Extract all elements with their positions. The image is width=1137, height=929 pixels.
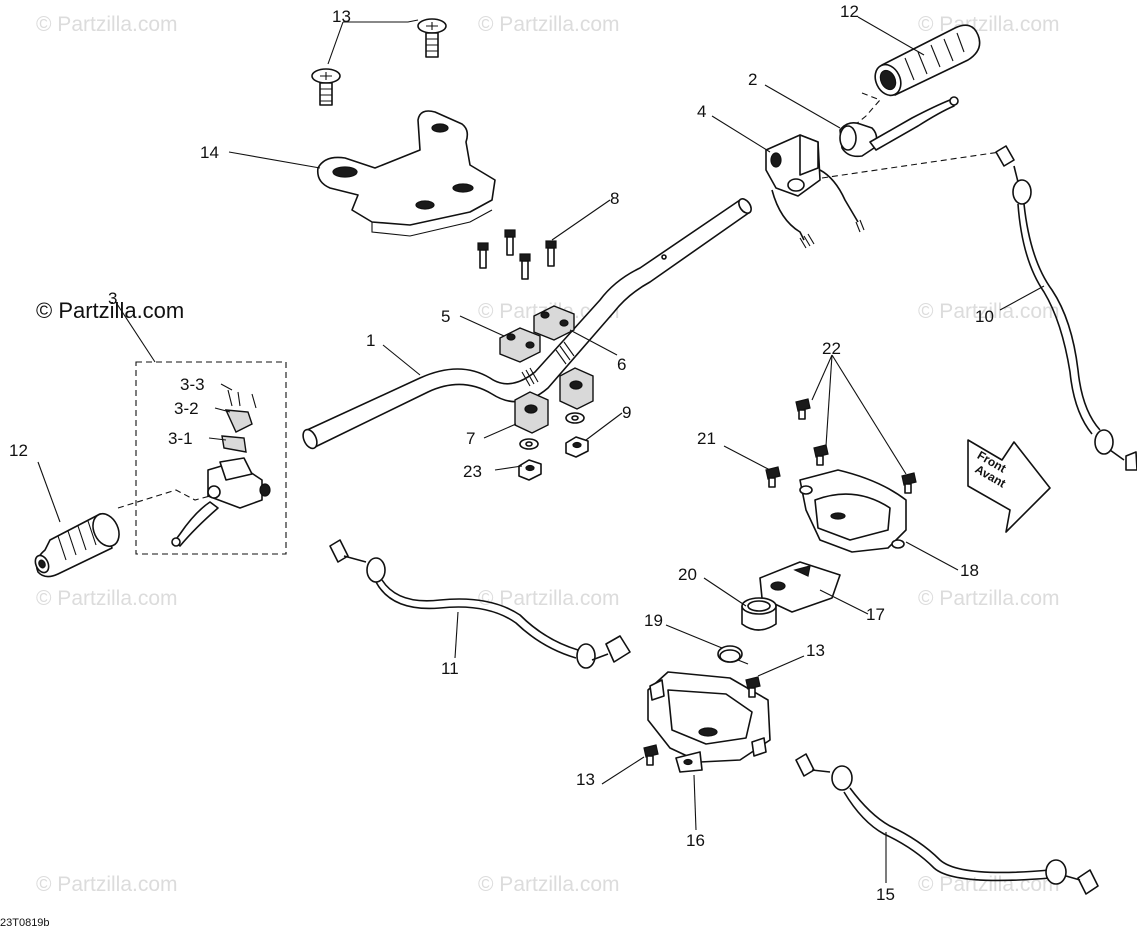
watermark: © Partzilla.com bbox=[918, 587, 1060, 610]
callout-9: 9 bbox=[622, 403, 631, 422]
watermark: © Partzilla.com bbox=[36, 13, 178, 36]
mounting-bracket bbox=[316, 110, 496, 237]
callout-13: 13 bbox=[806, 641, 825, 660]
callout-14: 14 bbox=[200, 143, 219, 162]
watermark: © Partzilla.com bbox=[918, 873, 1060, 896]
callout-17: 17 bbox=[866, 605, 885, 624]
watermark: © Partzilla.com bbox=[36, 873, 178, 896]
left-brake-cable bbox=[329, 539, 631, 669]
washers-and-nuts bbox=[518, 412, 589, 481]
callout-23: 23 bbox=[463, 462, 482, 481]
callout-16: 16 bbox=[686, 831, 705, 850]
callout-3-3: 3-3 bbox=[180, 375, 205, 394]
callout-11: 11 bbox=[441, 659, 459, 678]
callout-13: 13 bbox=[332, 7, 351, 26]
upper-cover bbox=[799, 469, 907, 553]
spring-clip bbox=[717, 645, 749, 665]
callout-3: 3 bbox=[108, 289, 117, 308]
callout-5: 5 bbox=[441, 307, 450, 326]
callout-3-1: 3-1 bbox=[168, 429, 193, 448]
callout-18: 18 bbox=[960, 561, 979, 580]
grip-right bbox=[874, 24, 981, 97]
front-direction-arrow: Front Avant bbox=[967, 439, 1051, 533]
brake-lever-assembly-box bbox=[135, 361, 287, 555]
watermark: © Partzilla.com bbox=[36, 587, 178, 610]
cover-screws bbox=[643, 398, 917, 766]
callout-22: 22 bbox=[822, 339, 841, 358]
callout-2: 2 bbox=[748, 70, 757, 89]
bushing bbox=[741, 597, 777, 631]
callout-19: 19 bbox=[644, 611, 663, 630]
callout-21: 21 bbox=[697, 429, 716, 448]
right-brake-cable bbox=[995, 145, 1137, 471]
callout-15: 15 bbox=[876, 885, 895, 904]
lower-housing bbox=[647, 671, 771, 773]
brake-lever-assembly bbox=[171, 389, 271, 547]
leader-lines bbox=[37, 16, 1045, 883]
callout-4: 4 bbox=[697, 102, 706, 121]
grip-left bbox=[34, 512, 120, 578]
callout-6: 6 bbox=[617, 355, 626, 374]
throttle-lever bbox=[839, 96, 959, 158]
lower-riser bbox=[514, 367, 594, 434]
callout-20: 20 bbox=[678, 565, 697, 584]
clamp-bolts bbox=[477, 229, 557, 280]
switch-housing bbox=[765, 134, 865, 249]
partzilla-logo: © Partzilla.com bbox=[36, 298, 185, 323]
watermark: © Partzilla.com bbox=[918, 300, 1060, 323]
lower-cable bbox=[795, 753, 1099, 895]
callout-3-2: 3-2 bbox=[174, 399, 199, 418]
callout-8: 8 bbox=[610, 189, 619, 208]
callout-13: 13 bbox=[576, 770, 595, 789]
screw-13-top bbox=[311, 18, 447, 106]
callout-labels: 13 12 2 4 14 8 3 5 1 6 10 22 3-3 3-2 9 7… bbox=[9, 2, 994, 904]
handlebar bbox=[302, 198, 752, 450]
upper-clamp bbox=[499, 305, 575, 363]
callout-7: 7 bbox=[466, 429, 475, 448]
drawing-code: 23T0819b bbox=[0, 917, 50, 929]
watermark: © Partzilla.com bbox=[478, 873, 620, 896]
watermark: © Partzilla.com bbox=[478, 13, 620, 36]
watermark: © Partzilla.com bbox=[478, 587, 620, 610]
callout-1: 1 bbox=[366, 331, 375, 350]
retainer-plate bbox=[759, 561, 841, 613]
callout-12: 12 bbox=[840, 2, 859, 21]
callout-10: 10 bbox=[975, 307, 994, 326]
callout-12: 12 bbox=[9, 441, 28, 460]
